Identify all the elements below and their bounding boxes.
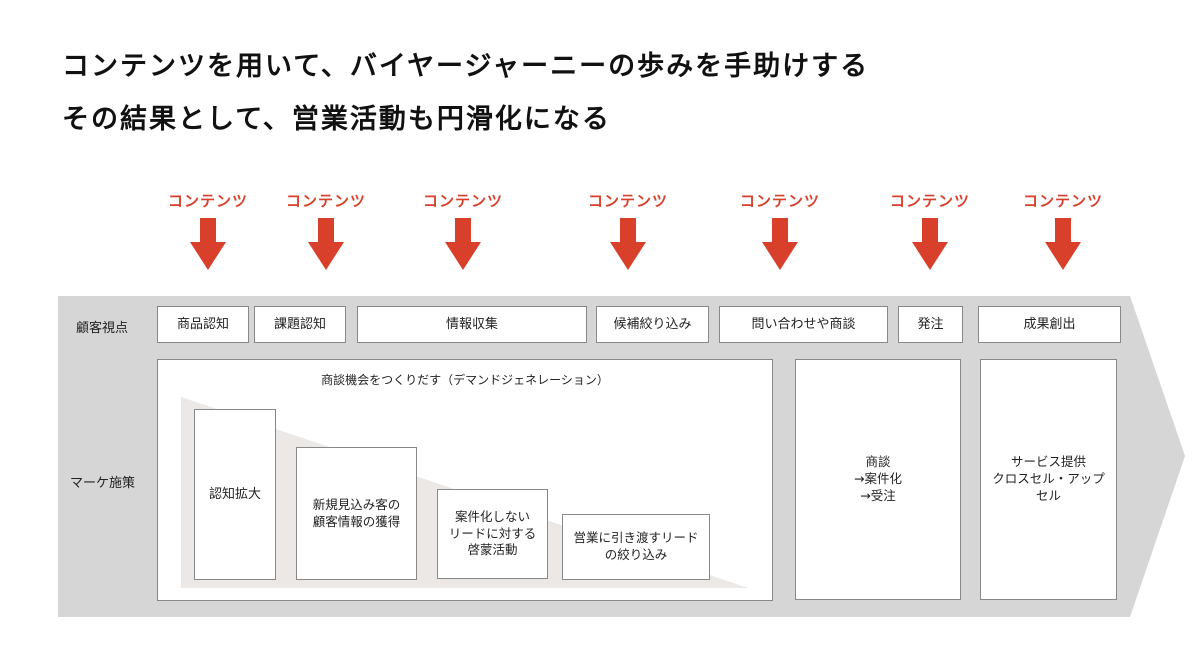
- title-line-1: コンテンツを用いて、バイヤージャーニーの歩みを手助けする: [62, 51, 870, 82]
- row-label-customer: 顧客視点: [76, 321, 129, 336]
- content-label: コンテンツ: [422, 192, 503, 210]
- content-label: コンテンツ: [285, 192, 366, 210]
- demand-step-lead-capture: 新規見込み客の 顧客情報の獲得: [296, 447, 417, 580]
- down-arrow-icon: [308, 218, 344, 270]
- step-info-gathering: 情報収集: [357, 306, 587, 343]
- row-label-marketing: マーケ施策: [70, 476, 136, 491]
- down-arrow-icon: [445, 218, 481, 270]
- down-arrow-icon: [762, 218, 798, 270]
- demand-step-nurturing: 案件化しない リードに対する 啓蒙活動: [437, 489, 548, 579]
- step-results: 成果創出: [978, 306, 1121, 343]
- content-label: コンテンツ: [167, 192, 248, 210]
- content-label: コンテンツ: [587, 192, 668, 210]
- step-problem-awareness: 課題認知: [254, 306, 346, 343]
- down-arrow-icon: [610, 218, 646, 270]
- service-panel: サービス提供 クロスセル・アップ セル: [980, 359, 1117, 600]
- step-shortlisting: 候補絞り込み: [596, 306, 709, 343]
- content-label: コンテンツ: [889, 192, 970, 210]
- down-arrow-icon: [1045, 218, 1081, 270]
- demand-step-qualification: 営業に引き渡すリード の絞り込み: [562, 514, 710, 580]
- content-label: コンテンツ: [739, 192, 820, 210]
- demand-gen-title: 商談機会をつくりだす（デマンドジェネレーション）: [321, 373, 609, 387]
- sales-panel: 商談 →案件化 →受注: [795, 359, 961, 600]
- step-product-awareness: 商品認知: [157, 306, 249, 343]
- step-inquiry: 問い合わせや商談: [719, 306, 888, 343]
- demand-step-awareness: 認知拡大: [194, 409, 276, 580]
- step-order: 発注: [898, 306, 963, 343]
- down-arrow-icon: [912, 218, 948, 270]
- title-line-2: その結果として、営業活動も円滑化になる: [62, 104, 611, 135]
- down-arrow-icon: [190, 218, 226, 270]
- content-label: コンテンツ: [1022, 192, 1103, 210]
